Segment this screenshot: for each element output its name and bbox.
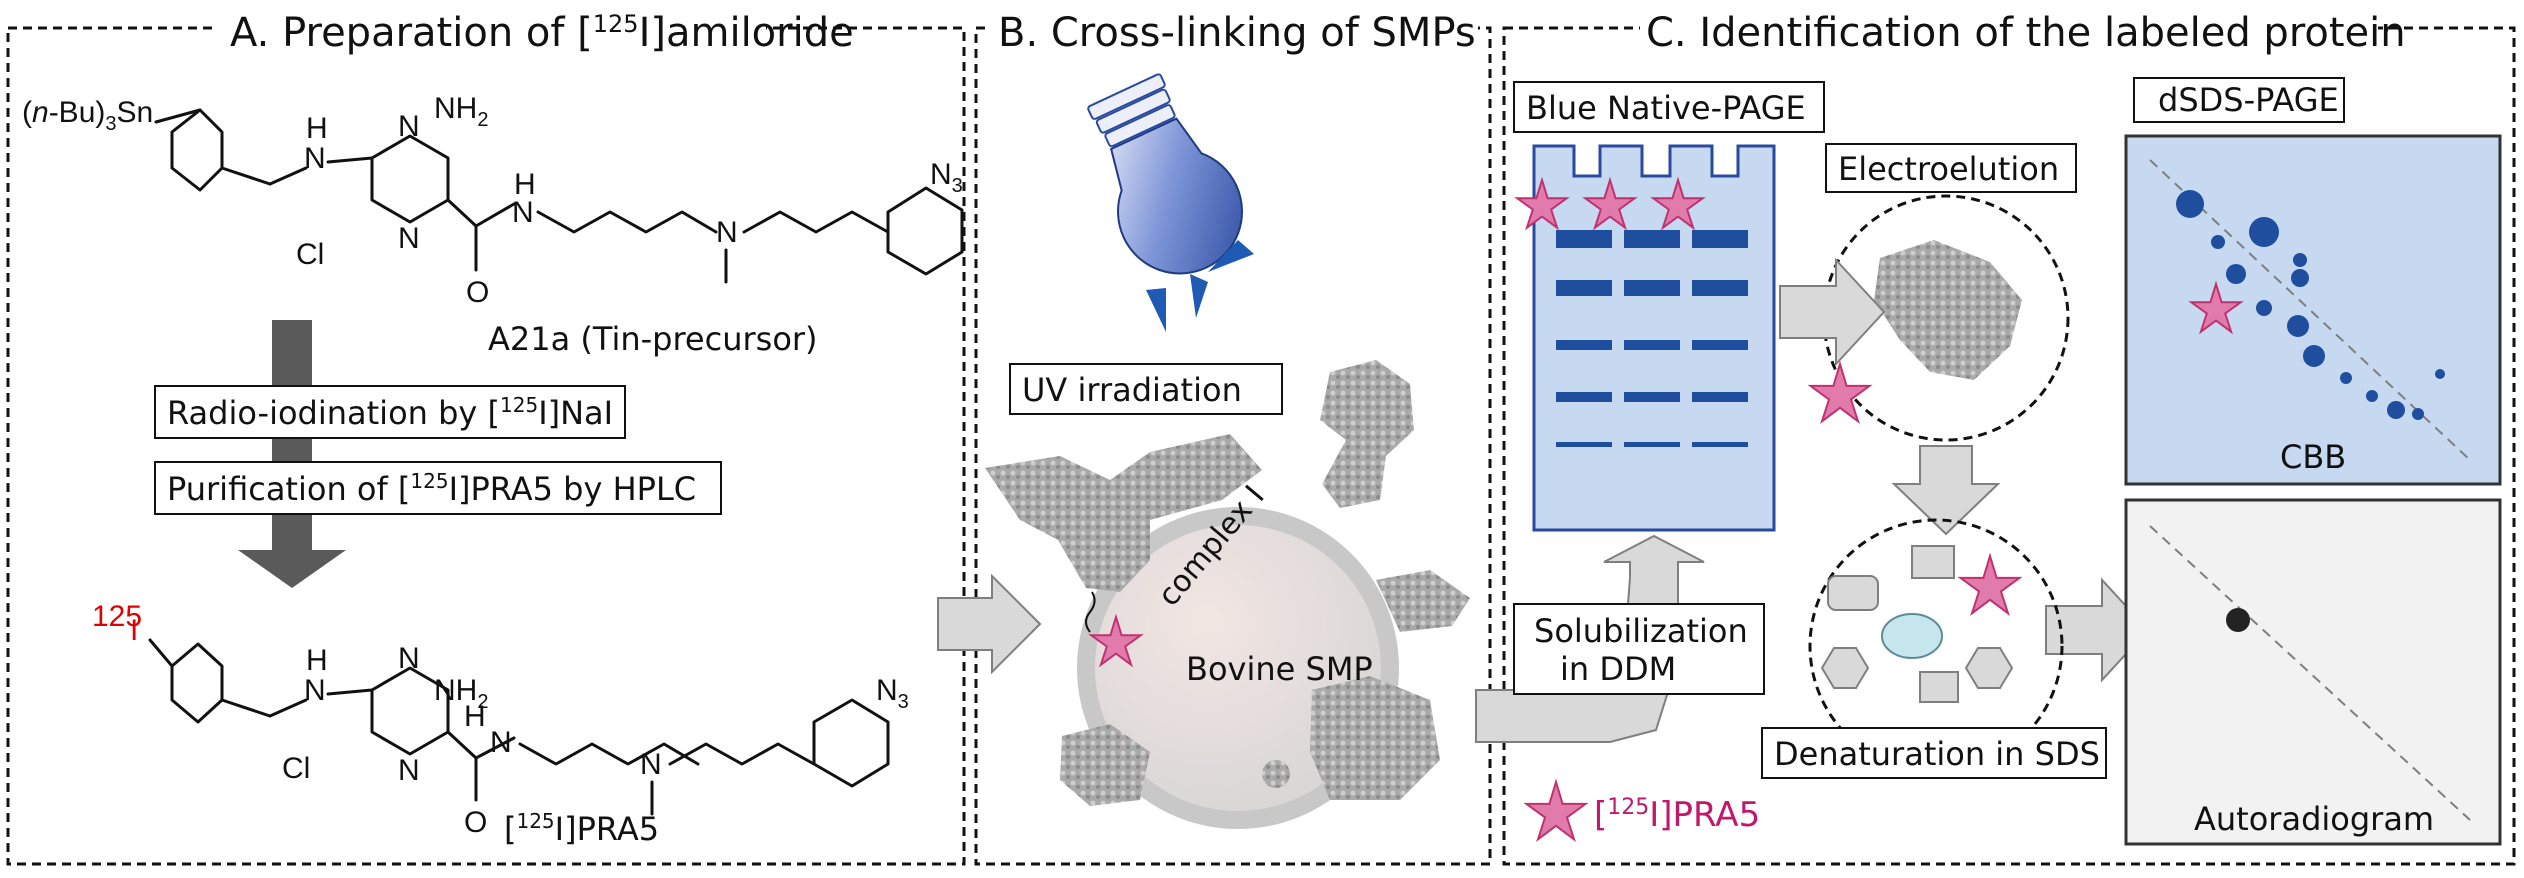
- solubilization-box: [1513, 603, 1765, 695]
- product-label: [125I]PRA5: [504, 809, 659, 848]
- legend-star-icon: [1523, 778, 1589, 842]
- dsds-page-label: dSDS-PAGE: [2158, 81, 2339, 119]
- dsds-page-box: [2133, 77, 2345, 123]
- cbb-gel: [2124, 134, 2502, 486]
- star-label-icon: [1514, 176, 1570, 231]
- tertiary-n: N: [716, 216, 738, 249]
- azide-group: N3: [930, 158, 963, 197]
- amine-h: H: [306, 112, 328, 145]
- cbb-spots: [2176, 190, 2445, 420]
- product-amine-n: N: [304, 674, 326, 707]
- product-pyrazine-n2: N: [398, 754, 420, 787]
- uv-irradiation-label: UV irradiation: [1022, 371, 1242, 409]
- panel-c-title-bg: [1640, 4, 2378, 54]
- tributyltin-group: (n-Bu)3Sn: [22, 96, 153, 135]
- membrane-protein-top: [1320, 360, 1414, 508]
- amide-n: N: [512, 196, 534, 229]
- carbonyl-o: O: [466, 276, 489, 309]
- product-amide-n: N: [490, 726, 512, 759]
- panel-c: C. Identification of the labeled protein…: [1475, 4, 2516, 866]
- product-amide-h: H: [464, 700, 486, 733]
- denaturation-label: Denaturation in SDS: [1774, 735, 2100, 773]
- nh2-group: NH2: [434, 92, 488, 131]
- panel-b: B. Cross-linking of SMPs UV irradiation: [937, 4, 1492, 866]
- denatured-fragments: [1820, 545, 2014, 703]
- star-label-icon: [1957, 552, 2023, 616]
- bn-gel: [1532, 144, 1776, 532]
- panel-a-title-bg: [218, 4, 766, 54]
- product-azide-group: N3: [876, 674, 909, 713]
- pyrazine-n1: N: [398, 110, 420, 143]
- product-nh2-group: NH2: [434, 674, 488, 713]
- autoradiogram-label: Autoradiogram: [2194, 800, 2434, 838]
- panel-c-frame: [1502, 26, 2516, 866]
- step-purification: Purification of [125I]PRA5 by HPLC: [167, 469, 696, 508]
- autoradiogram-panel: [2124, 498, 2502, 846]
- iodine-mass: 125: [92, 600, 142, 633]
- precursor-structure: (n-Bu)3Sn N H N N NH2 Cl O N H N N3 A: [22, 92, 964, 358]
- panel-c-title: C. Identification of the labeled protein: [1646, 10, 2406, 56]
- star-label-icon: [1582, 176, 1638, 231]
- solubilization-line2: in DDM: [1560, 650, 1676, 688]
- legend-label: [125I]PRA5: [1594, 795, 1760, 835]
- star-label-icon: [2188, 280, 2244, 335]
- autorad-diagonal: [2149, 525, 2471, 821]
- step-radio-iodination: Radio-iodination by [125I]NaI: [167, 393, 613, 432]
- product-tertiary-n: N: [640, 748, 662, 781]
- product-structure: 125 I N H N N NH2 Cl O N H N N3: [92, 600, 909, 848]
- solubilization-line1: Solubilization: [1534, 612, 1748, 650]
- product-pyrazine-n1: N: [398, 642, 420, 675]
- step-purification-box: [154, 461, 722, 515]
- precursor-label: A21a (Tin-precursor): [488, 320, 818, 358]
- panel-b-title-bg: [988, 4, 1478, 54]
- bn-page-box: [1513, 81, 1825, 133]
- membrane-protein-bottom-left: [1060, 724, 1150, 806]
- amine-n: N: [304, 142, 326, 175]
- product-chloro-group: Cl: [282, 752, 310, 785]
- electroelution-box: [1825, 143, 2077, 193]
- panel-a: A. Preparation of [125I]amiloride (n-Bu)…: [6, 4, 966, 866]
- arrow-elution-to-denaturation-icon: [1891, 445, 2001, 536]
- smp-label: Bovine SMP: [1186, 650, 1373, 688]
- panel-b-title: B. Cross-linking of SMPs: [998, 10, 1476, 56]
- panel-a-title: A. Preparation of [125I]amiloride: [230, 10, 854, 56]
- uv-irradiation-box: [1009, 363, 1283, 415]
- panel-a-frame: [6, 26, 966, 866]
- iodophenyl-ring: [170, 642, 224, 724]
- bn-gel-bands: [1556, 230, 1748, 447]
- cbb-label: CBB: [2280, 438, 2346, 476]
- uv-lamp-icon: [1087, 73, 1254, 332]
- denaturation-box: [1761, 727, 2107, 779]
- membrane-protein-small: [1262, 760, 1290, 788]
- pyrazine-n2: N: [398, 222, 420, 255]
- electroelution-label: Electroelution: [1838, 150, 2059, 188]
- azidophenyl-ring: [886, 186, 964, 276]
- iodine-atom: I: [130, 614, 138, 647]
- membrane-protein-bottom-right: [1310, 676, 1440, 800]
- chloro-group: Cl: [296, 238, 324, 271]
- autorad-spot: [2226, 608, 2250, 632]
- arrow-a-to-b-icon: [937, 573, 1042, 675]
- arrow-gel-to-elution-icon: [1779, 257, 1886, 367]
- benzyl-ring: [170, 108, 224, 192]
- star-label-icon: [1088, 613, 1144, 668]
- step-radio-iodination-box: [154, 385, 626, 439]
- amide-h: H: [514, 168, 536, 201]
- product-amine-h: H: [306, 644, 328, 677]
- complex-i-protein: [985, 434, 1262, 592]
- star-label-icon: [1807, 360, 1873, 424]
- star-label-icon: [1650, 176, 1706, 231]
- pyrazine-ring: [370, 134, 450, 224]
- product-azidophenyl-ring: [812, 698, 890, 788]
- down-arrow-icon: [238, 320, 346, 588]
- eluted-protein: [1874, 240, 2022, 380]
- bn-page-label: Blue Native-PAGE: [1526, 89, 1806, 127]
- product-carbonyl-o: O: [464, 806, 487, 839]
- crosslink-tether: [1085, 591, 1096, 633]
- membrane-protein-right: [1376, 570, 1470, 632]
